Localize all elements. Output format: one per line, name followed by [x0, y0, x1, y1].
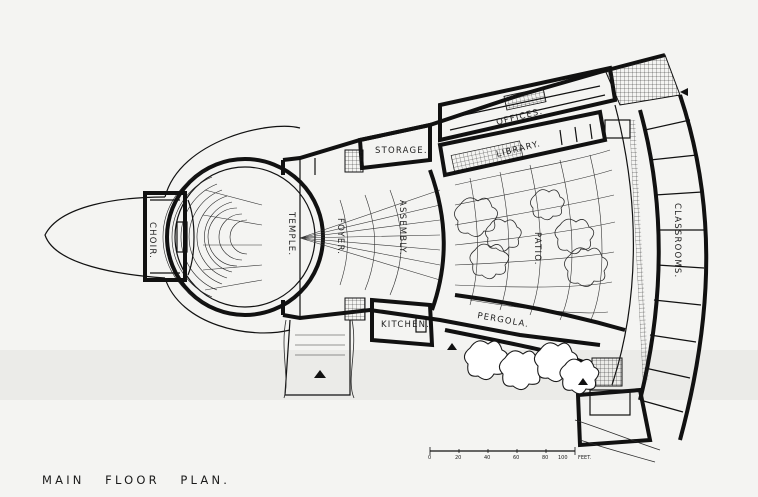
library-shelving [450, 140, 524, 172]
offices-stair [503, 87, 547, 111]
foyer-fan-grid [299, 189, 441, 296]
label-choir: CHOIR. [147, 222, 157, 259]
label-foyer: FOYER. [335, 218, 345, 255]
label-patio: PATIO. [532, 232, 542, 266]
library-wing [437, 109, 608, 178]
kitchen-room [370, 297, 435, 348]
scale-unit: FEET. [578, 455, 592, 461]
scale-tick-40: 40 [484, 455, 490, 461]
pergola-trees [463, 340, 600, 395]
plan-title: MAIN FLOOR PLAN. [42, 473, 230, 487]
scale-tick-60: 60 [513, 455, 519, 461]
choir-walls [143, 191, 187, 282]
pergola-north [454, 293, 626, 332]
south-entry-ramp [283, 319, 355, 399]
scale-tick-20: 20 [455, 455, 461, 461]
stage-edge [187, 199, 195, 276]
southeast-entry [574, 419, 661, 463]
classrooms-outer-wall [678, 94, 709, 441]
scale-tick-80: 80 [542, 455, 548, 461]
patio-trees [454, 189, 608, 287]
classrooms-inner-wall [638, 109, 661, 401]
temple-wall [165, 157, 325, 317]
scale-tick-0: 0 [428, 455, 431, 461]
temple-outer-outline [164, 125, 301, 334]
corridor-wall [611, 104, 634, 386]
assembly-east-wall [428, 169, 446, 311]
stair-north [344, 149, 364, 173]
south-wall [282, 307, 601, 347]
offices-wing [438, 65, 618, 143]
temple-seating [162, 169, 263, 305]
temple-inner-ring [174, 166, 316, 308]
scale-tick-100: 100 [558, 455, 568, 461]
northeast-lobby [604, 54, 681, 106]
patio-grid [454, 149, 616, 323]
scale-bar: 0 20 40 60 80 100 FEET. [428, 447, 592, 461]
label-storage: STORAGE. [375, 146, 428, 156]
label-temple: TEMPLE. [286, 211, 296, 256]
entry-arrows [314, 88, 688, 385]
choir-apse-outline [44, 196, 166, 279]
classroom-partitions [629, 119, 705, 413]
label-kitchen: KITCHEN. [381, 320, 430, 330]
label-classrooms: CLASSROOMS. [672, 203, 682, 278]
stair-south [344, 297, 366, 321]
label-assembly: ASSEMBLY. [397, 200, 407, 256]
